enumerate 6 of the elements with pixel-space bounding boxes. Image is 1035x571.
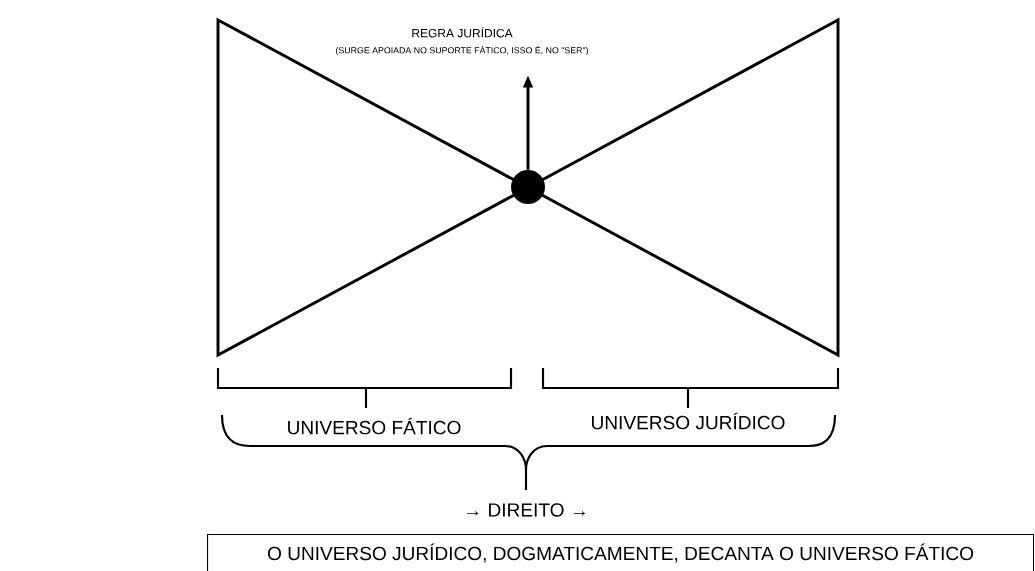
junction-dot bbox=[511, 170, 545, 204]
result-label: → DIREITO → bbox=[467, 503, 585, 517]
statement-box: O UNIVERSO JURÍDICO, DOGMATICAMENTE, DECANTA O UNIVERSO FÁTICO bbox=[207, 533, 1035, 571]
heading-text: REGRA JURÍDICA (SURGE APOIADA NO SUPORTE FÁTICO, ISSO É, NO "SER") bbox=[336, 26, 588, 56]
universe-label: UNIVERSO FÁTICO bbox=[288, 417, 461, 435]
universe-label: UNIVERSO JURÍDICO bbox=[592, 412, 785, 430]
